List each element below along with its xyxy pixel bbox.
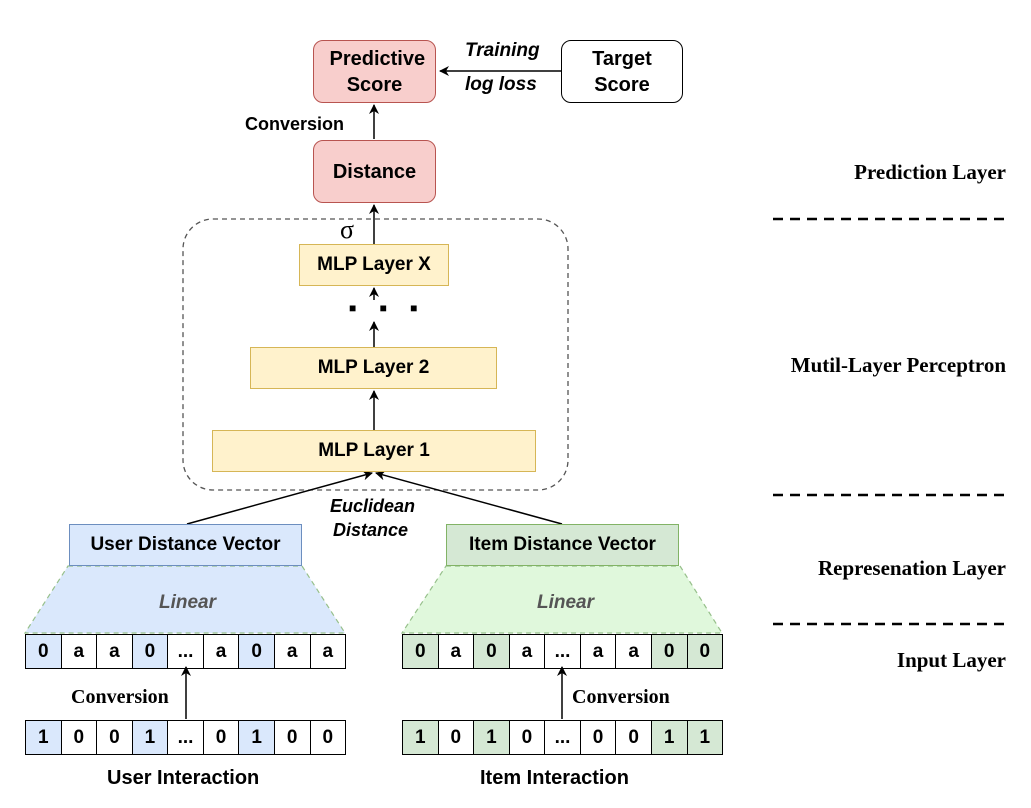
user-linear-label: Linear (159, 592, 217, 613)
vector-cell: 0 (62, 721, 98, 754)
vector-cell: a (439, 635, 475, 668)
euclidean-label: Euclidean (330, 496, 416, 516)
vector-cell: 1 (403, 721, 439, 754)
sigma-symbol: σ (340, 215, 355, 244)
vector-cell: a (322, 640, 334, 662)
item-linear-trapezoid (400, 565, 724, 634)
vector-cell: 0 (322, 726, 334, 748)
user-distance-vector-label: User Distance Vector (90, 533, 281, 555)
vector-cell: 0 (616, 721, 652, 754)
vector-cell: a (204, 635, 240, 668)
vector-cell: 1 (239, 721, 275, 754)
mlp-layer-x: MLP Layer X (299, 244, 449, 286)
mlp-layer-2-label: MLP Layer 2 (317, 356, 430, 378)
vector-cell: 0 (275, 721, 311, 754)
vector-cell: 1 (132, 721, 169, 754)
distance-label: Distance (332, 160, 417, 183)
user-conversion-label: Conversion (71, 686, 169, 708)
log-loss-label: log loss (465, 74, 537, 95)
user-interaction-label: User Interaction (107, 767, 260, 789)
mlp-layer-1: MLP Layer 1 (212, 430, 536, 472)
vector-cell: a (62, 635, 98, 668)
predictive-score-label: Predictive Score (329, 47, 426, 96)
mlp-layer-1-label: MLP Layer 1 (318, 439, 430, 461)
vector-cell: 0 (403, 635, 439, 668)
vector-cell: 1 (474, 721, 510, 754)
vector-cell: a (275, 635, 311, 668)
item-linear-label: Linear (537, 592, 595, 613)
vector-cell: a (97, 635, 133, 668)
vector-cell: 0 (439, 721, 475, 754)
user-distance-vector: User Distance Vector (69, 524, 302, 566)
arrow-item-vector-to-mlp1 (375, 470, 563, 525)
distance-italic-label: Distance (333, 520, 409, 540)
vector-cell: 0 (26, 635, 62, 668)
vector-cell: a (581, 635, 617, 668)
vector-cell: ... (545, 635, 581, 668)
vector-cell: 0 (239, 635, 275, 668)
vector-cell: 1 (687, 721, 723, 754)
conversion-label-top: Conversion (245, 114, 345, 134)
item-conversion-label: Conversion (572, 686, 670, 708)
vector-cell: 0 (97, 721, 133, 754)
input-layer-label: Input Layer (896, 648, 1006, 672)
mlp-layer-label: Mutil-Layer Perceptron (790, 353, 1006, 377)
item-distance-vector-label: Item Distance Vector (469, 533, 656, 555)
prediction-layer-label: Prediction Layer (854, 160, 1006, 184)
distance-box: Distance (313, 140, 436, 203)
vector-cell: 0 (132, 635, 169, 668)
vector-cell: a (510, 635, 546, 668)
item-distance-vector: Item Distance Vector (446, 524, 679, 566)
vector-cell: 0 (581, 721, 617, 754)
vector-cell: ... (545, 721, 581, 754)
predictive-score-box: Predictive Score (313, 40, 436, 103)
vector-cell: 0 (687, 635, 723, 668)
mlp-layer-2: MLP Layer 2 (250, 347, 497, 389)
training-label: Training (465, 40, 540, 61)
arrow-user-vector-to-mlp1 (186, 470, 373, 525)
representation-layer-label: Represenation Layer (817, 556, 1006, 580)
user-linear-trapezoid (23, 565, 347, 634)
vector-cell: 0 (510, 721, 546, 754)
vector-cell: ... (168, 721, 204, 754)
vector-cell: ... (168, 635, 204, 668)
mlp-container (182, 218, 569, 491)
vector-cell: 0 (204, 721, 240, 754)
vector-cell: 0 (651, 635, 688, 668)
vector-cell: 1 (651, 721, 688, 754)
mlp-layer-x-label: MLP Layer X (317, 253, 431, 275)
vector-cell: a (616, 635, 652, 668)
target-score-label: Target Score (592, 47, 652, 96)
ellipsis-dots: ■ ■ ■ (349, 301, 428, 315)
target-score-box: Target Score (561, 40, 683, 103)
vector-cell: 0 (474, 635, 510, 668)
vector-cell: 1 (26, 721, 62, 754)
item-interaction-label: Item Interaction (480, 767, 629, 789)
